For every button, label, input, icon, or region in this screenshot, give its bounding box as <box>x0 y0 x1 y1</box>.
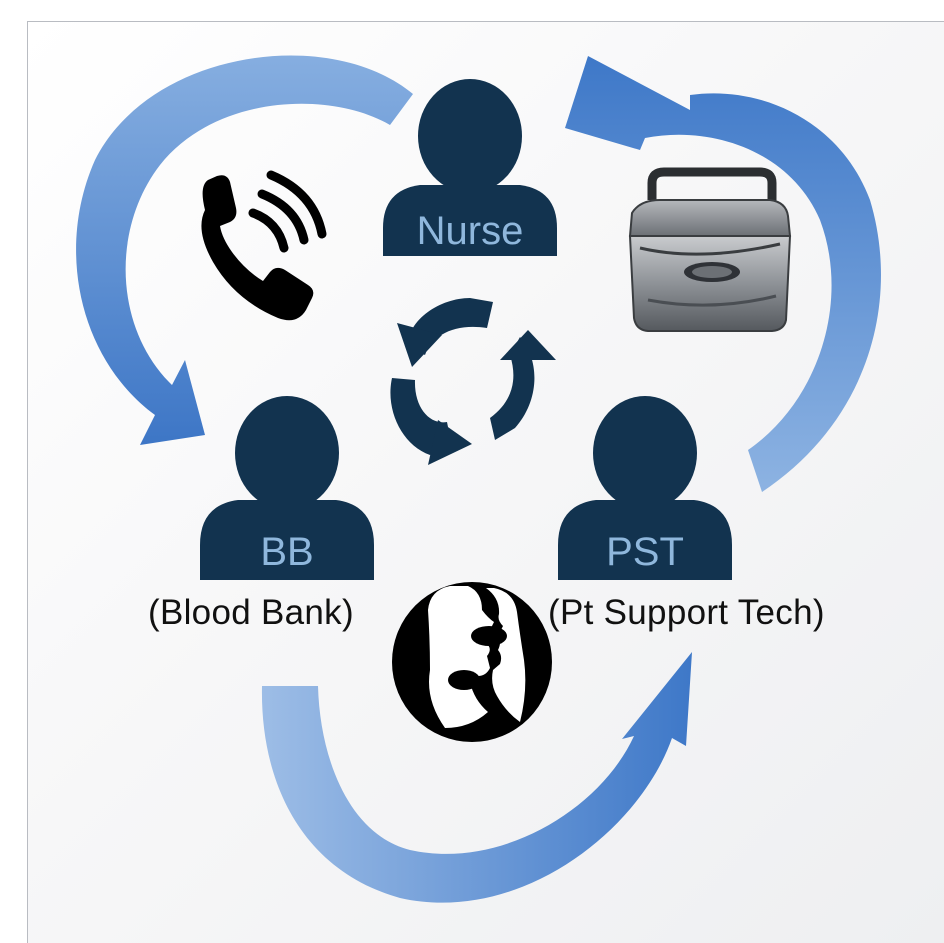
person-bb: BB <box>200 396 374 580</box>
person-pst: PST <box>558 396 732 580</box>
bb-caption: (Blood Bank) <box>148 593 354 632</box>
bb-role-label: BB <box>260 530 313 574</box>
nurse-role-label: Nurse <box>417 209 524 253</box>
arrow-bb-to-pst <box>261 652 692 903</box>
arrow-nurse-to-bb <box>76 55 414 445</box>
pst-caption: (Pt Support Tech) <box>548 593 825 632</box>
person-nurse: Nurse <box>383 79 557 256</box>
blood-cooler-icon <box>628 167 792 332</box>
arrow-pst-to-nurse <box>565 56 881 492</box>
pst-role-label: PST <box>606 530 684 574</box>
cycle-arrows-icon <box>390 298 556 465</box>
face-to-face-conversation-icon <box>392 582 552 742</box>
phone-icon <box>201 170 327 321</box>
